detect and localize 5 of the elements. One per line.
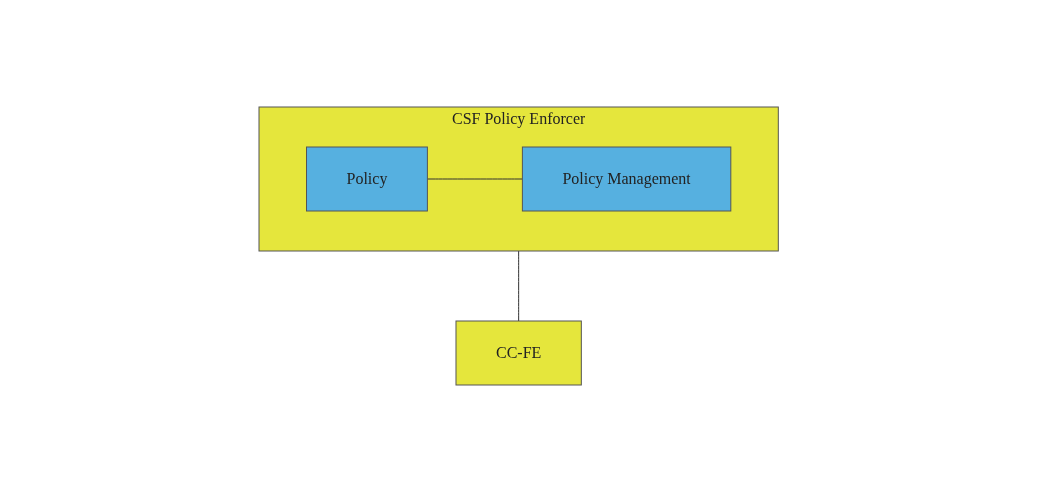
node-box: CC-FE <box>455 320 582 385</box>
node-box: Policy <box>305 146 428 211</box>
node-box: Policy Management <box>521 146 732 211</box>
connector <box>426 178 523 179</box>
connector <box>518 250 519 321</box>
